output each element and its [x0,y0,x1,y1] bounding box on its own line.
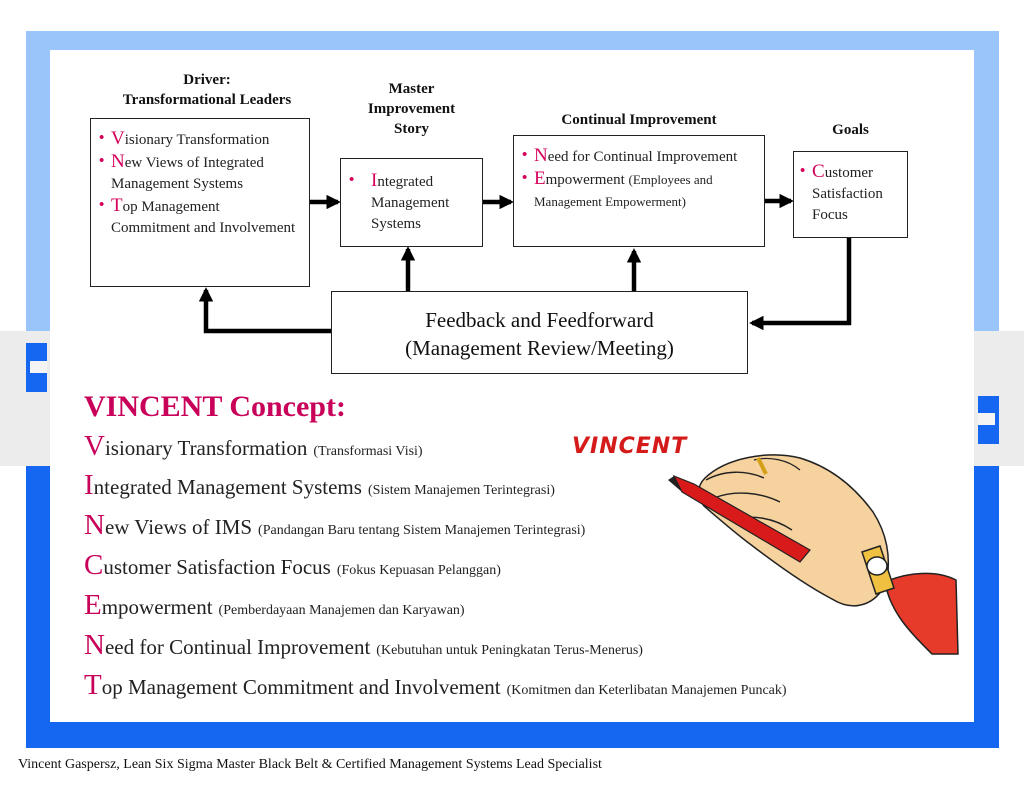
concept-row-integrated: Integrated Management Systems (Sistem Man… [84,469,555,502]
concept-row-new-views: New Views of IMS (Pandangan Baru tentang … [84,509,585,542]
master-item-integrated: • Integrated Management Systems [349,170,474,235]
concept-initial: T [84,669,102,701]
concept-row-need: Need for Continual Improvement (Kebutuhan… [84,629,643,662]
feedback-box: Feedback and Feedforward (Management Rev… [331,291,748,374]
concept-text: ntegrated Management Systems [93,475,362,499]
concept-translation: (Kebutuhan untuk Peningkatan Terus-Mener… [376,643,643,658]
driver-heading-line1: Driver: [183,72,231,88]
driver-item-new-views: • New Views of Integrated Management Sys… [99,151,301,195]
frame-decoration-right-notch [978,413,995,425]
concept-translation: (Sistem Manajemen Terintegrasi) [367,483,555,498]
vincent-handwriting: VINCENT [572,434,688,459]
goals-item-initial: C [812,161,825,182]
master-item-initial: I [371,170,378,191]
master-box: • Integrated Management Systems [340,158,483,247]
master-item-text: ntegrated Management Systems [371,174,450,232]
driver-item-text: ew Views of Integrated Management System… [111,155,264,192]
master-heading: Master Improvement Story [340,79,483,139]
continual-box: • Need for Continual Improvement • Empow… [513,135,765,247]
master-heading-line3: Story [394,121,429,137]
feedback-line2: (Management Review/Meeting) [405,336,674,360]
concept-translation: (Komitmen dan Keterlibatan Manajemen Pun… [506,683,787,698]
goals-heading: Goals [832,122,869,138]
concept-text: ustomer Satisfaction Focus [103,555,331,579]
concept-translation: (Pandangan Baru tentang Sistem Manajemen… [258,523,586,538]
hand-writing-with-pen-icon [668,454,959,655]
credit-line: Vincent Gaspersz, Lean Six Sigma Master … [18,757,602,772]
driver-item-text: isionary Transformation [124,132,270,148]
continual-item-text: eed for Continual Improvement [547,149,738,165]
bullet: • [99,153,105,169]
concept-initial: I [84,469,94,501]
concept-text: op Management Commitment and Involvement [101,675,501,699]
continual-item-note: (Employees and Management Empowerment) [534,172,713,209]
driver-item-top-management: • Top Management Commitment and Involvem… [99,195,301,239]
concept-row-top-management: Top Management Commitment and Involvemen… [84,669,787,702]
concept-text: ew Views of IMS [104,515,253,539]
concept-row-empowerment: Empowerment (Pemberdayaan Manajemen dan K… [84,589,465,622]
concept-initial: N [84,509,105,541]
concept-initial: E [84,589,102,621]
concept-text: mpowerment [101,595,213,619]
goals-item-text: ustomer Satisfaction Focus [812,165,883,223]
goals-box: • Customer Satisfaction Focus [793,151,908,238]
concept-row-customer: Customer Satisfaction Focus (Fokus Kepuas… [84,549,501,582]
bullet: • [522,170,528,186]
driver-item-text: op Management Commitment and Involvement [111,199,296,236]
continual-item-initial: E [534,168,546,189]
concept-text: isionary Transformation [104,436,308,460]
driver-heading: Driver: Transformational Leaders [90,70,324,110]
bullet: • [99,130,105,146]
concept-initial: C [84,549,104,581]
bullet: • [800,163,806,179]
driver-box: • Visionary Transformation • New Views o… [90,118,310,287]
frame-decoration-left-notch [30,361,47,373]
continual-heading: Continual Improvement [561,112,717,128]
feedback-line1: Feedback and Feedforward [425,308,654,332]
bullet: • [522,147,528,163]
driver-item-initial: V [111,128,125,149]
concept-text: eed for Continual Improvement [104,635,371,659]
concept-translation: (Transformasi Visi) [313,444,423,459]
continual-item-text: mpowerment [545,172,625,188]
concept-initial: N [84,629,105,661]
driver-heading-line2: Transformational Leaders [122,92,292,108]
bullet: • [349,172,355,188]
driver-item-initial: N [111,151,125,172]
goals-item-customer: • Customer Satisfaction Focus [800,161,901,226]
master-heading-line2: Improvement [367,101,456,117]
concept-title: VINCENT Concept: [84,390,346,423]
driver-item-visionary: • Visionary Transformation [99,128,301,151]
concept-row-visionary: Visionary Transformation (Transformasi Vi… [84,430,423,463]
continual-item-need: • Need for Continual Improvement [522,145,756,168]
concept-translation: (Pemberdayaan Manajemen dan Karyawan) [218,603,465,618]
bullet: • [99,197,105,213]
concept-translation: (Fokus Kepuasan Pelanggan) [336,563,501,578]
master-heading-line1: Master [388,81,435,97]
continual-item-empowerment: • Empowerment (Employees and Management … [522,168,756,213]
continual-item-initial: N [534,145,548,166]
concept-initial: V [84,430,105,462]
driver-item-initial: T [111,195,123,216]
